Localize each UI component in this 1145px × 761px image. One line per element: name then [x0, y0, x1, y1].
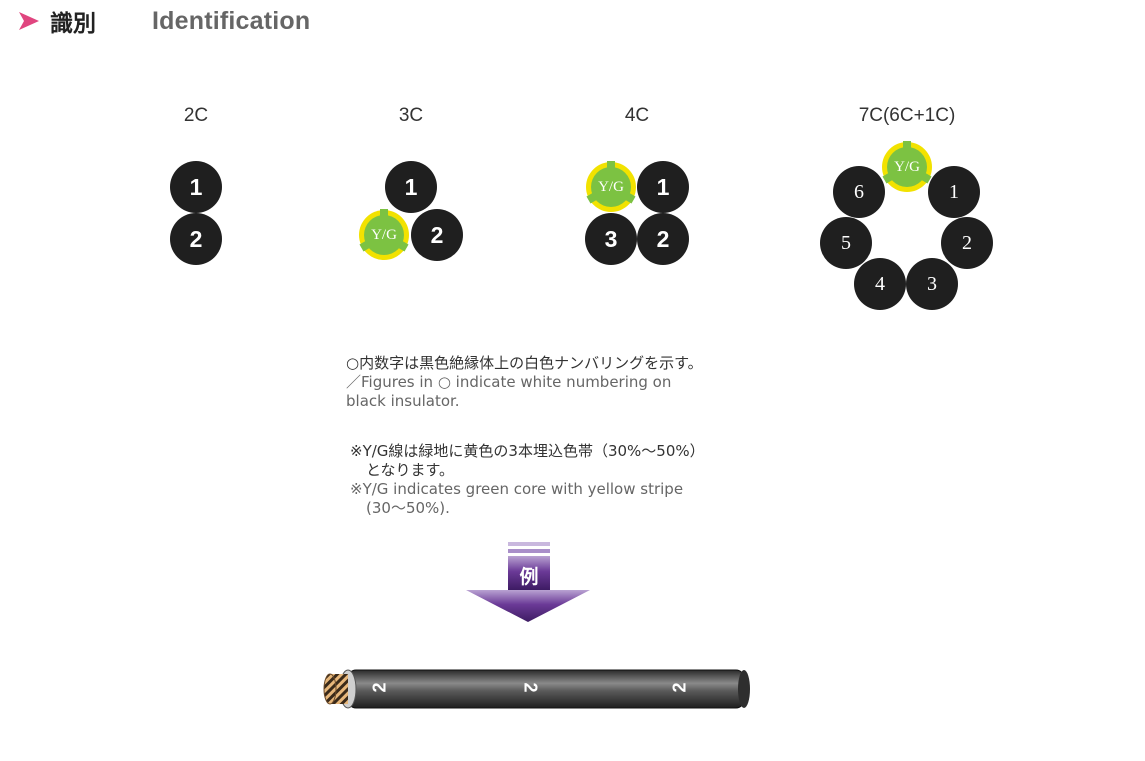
yg-note-en-2: (30〜50%). [366, 499, 450, 517]
down-arrow-icon [466, 542, 590, 622]
label-7c: 7C(6C+1C) [858, 105, 956, 126]
title-english: Identification [152, 6, 311, 35]
core-2: 2 [637, 213, 689, 265]
core-6: 6 [833, 166, 885, 218]
core-3: 3 [906, 258, 958, 310]
yg-note: ※Y/G線は緑地に黄色の3本埋込色帯（30%〜50%） となります。 ※Y/G … [350, 442, 705, 518]
core-2: 2 [170, 213, 222, 265]
core-1: 1 [928, 166, 980, 218]
yg-label: Y/G [598, 178, 624, 195]
title-japanese: 識別 [50, 11, 96, 37]
yg-note-ja-2: となります。 [366, 461, 455, 479]
yg-label: Y/G [894, 158, 920, 175]
core-2: 2 [411, 209, 463, 261]
numbering-note: ○内数字は黒色絶縁体上の白色ナンバリングを示す。 ／Figures in ○ i… [346, 354, 703, 411]
core-1: 1 [637, 161, 689, 213]
numbering-note-en-1: ／Figures in ○ indicate white numbering o… [346, 373, 672, 391]
yg-core: Y/G [585, 161, 637, 213]
section-header: 識別 Identification [18, 6, 311, 37]
chevron-right-icon [19, 12, 39, 30]
yg-note-ja-1: ※Y/G線は緑地に黄色の3本埋込色帯（30%〜50%） [350, 442, 705, 460]
numbering-note-en-2: black insulator. [346, 392, 460, 410]
core-3: 3 [585, 213, 637, 265]
core-2: 2 [941, 217, 993, 269]
yg-note-en-1: ※Y/G indicates green core with yellow st… [350, 480, 684, 498]
cable-illustration [323, 669, 750, 709]
cable-number: 2 [669, 682, 690, 693]
label-2c: 2C [183, 105, 209, 126]
yg-core: Y/G [881, 141, 933, 193]
yg-core: Y/G [358, 209, 410, 261]
label-3c: 3C [398, 105, 424, 126]
yg-label: Y/G [371, 226, 397, 243]
cable-number: 2 [520, 682, 541, 693]
cable-number: 2 [369, 682, 390, 693]
example-label: 例 [519, 566, 539, 588]
core-5: 5 [820, 217, 872, 269]
label-4c: 4C [624, 105, 650, 126]
core-4: 4 [854, 258, 906, 310]
core-1: 1 [170, 161, 222, 213]
core-1: 1 [385, 161, 437, 213]
numbering-note-ja: ○内数字は黒色絶縁体上の白色ナンバリングを示す。 [346, 354, 703, 372]
